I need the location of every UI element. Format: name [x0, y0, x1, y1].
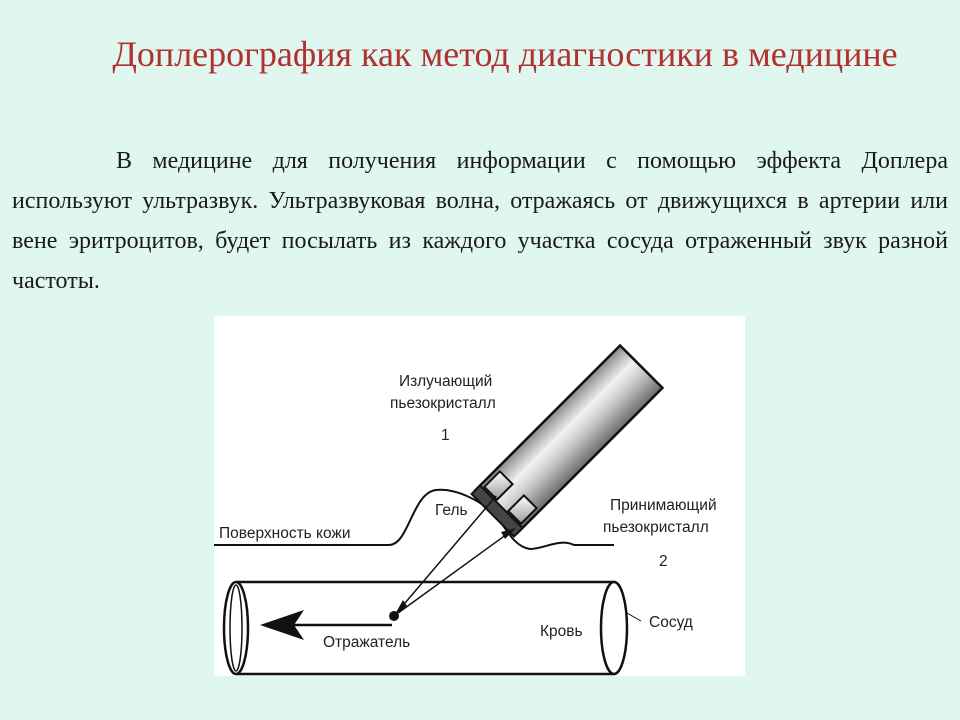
probe: [470, 343, 665, 538]
gel-label: Гель: [435, 502, 468, 519]
emitter-label-1: Излучающий: [399, 373, 492, 390]
blood-label: Кровь: [540, 623, 583, 640]
receiver-label-1: Принимающий: [610, 497, 717, 514]
reflector-label: Отражатель: [323, 634, 410, 651]
slide-title: Доплерография как метод диагностики в ме…: [112, 34, 898, 74]
body-paragraph: В медицине для получения информации с по…: [12, 148, 948, 294]
skin-label: Поверхность кожи: [219, 525, 350, 542]
reflected-beam: [393, 528, 515, 617]
incident-beam: [393, 495, 497, 617]
emitter-label-2: пьезокристалл: [390, 395, 496, 412]
vessel-label: Сосуд: [649, 614, 693, 631]
emitter-crystal: [482, 469, 514, 502]
receiver-number: 2: [659, 553, 668, 570]
receiver-crystal: [506, 494, 539, 526]
blood-vessel: [222, 580, 629, 676]
receiver-label-2: пьезокристалл: [603, 519, 709, 536]
doppler-diagram: Излучающий пьезокристалл 1 Принимающий п…: [214, 316, 745, 676]
emitter-number: 1: [441, 427, 450, 444]
flow-arrowhead: [260, 610, 304, 640]
